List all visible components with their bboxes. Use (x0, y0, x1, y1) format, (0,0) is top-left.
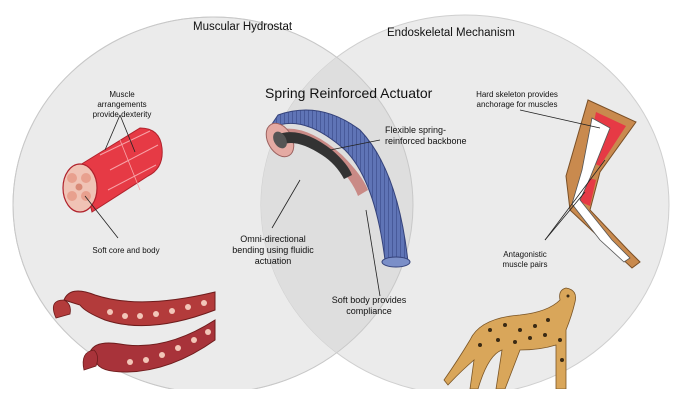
label-soft-body: Soft body provides compliance (324, 295, 414, 317)
left-circle-title: Muscular Hydrostat (193, 21, 292, 33)
center-title: Spring Reinforced Actuator (265, 85, 432, 101)
label-muscle-arrangements: Muscle arrangements provide dexterity (84, 90, 160, 120)
right-circle-title: Endoskeletal Mechanism (387, 27, 515, 39)
label-flexible-backbone: Flexible spring-reinforced backbone (385, 125, 477, 147)
label-hard-skeleton: Hard skeleton provides anchorage for mus… (472, 90, 562, 110)
label-omni-directional: Omni-directional bending using fluidic a… (232, 234, 314, 267)
label-soft-core: Soft core and body (76, 246, 176, 256)
label-antagonistic-muscle: Antagonistic muscle pairs (490, 250, 560, 270)
